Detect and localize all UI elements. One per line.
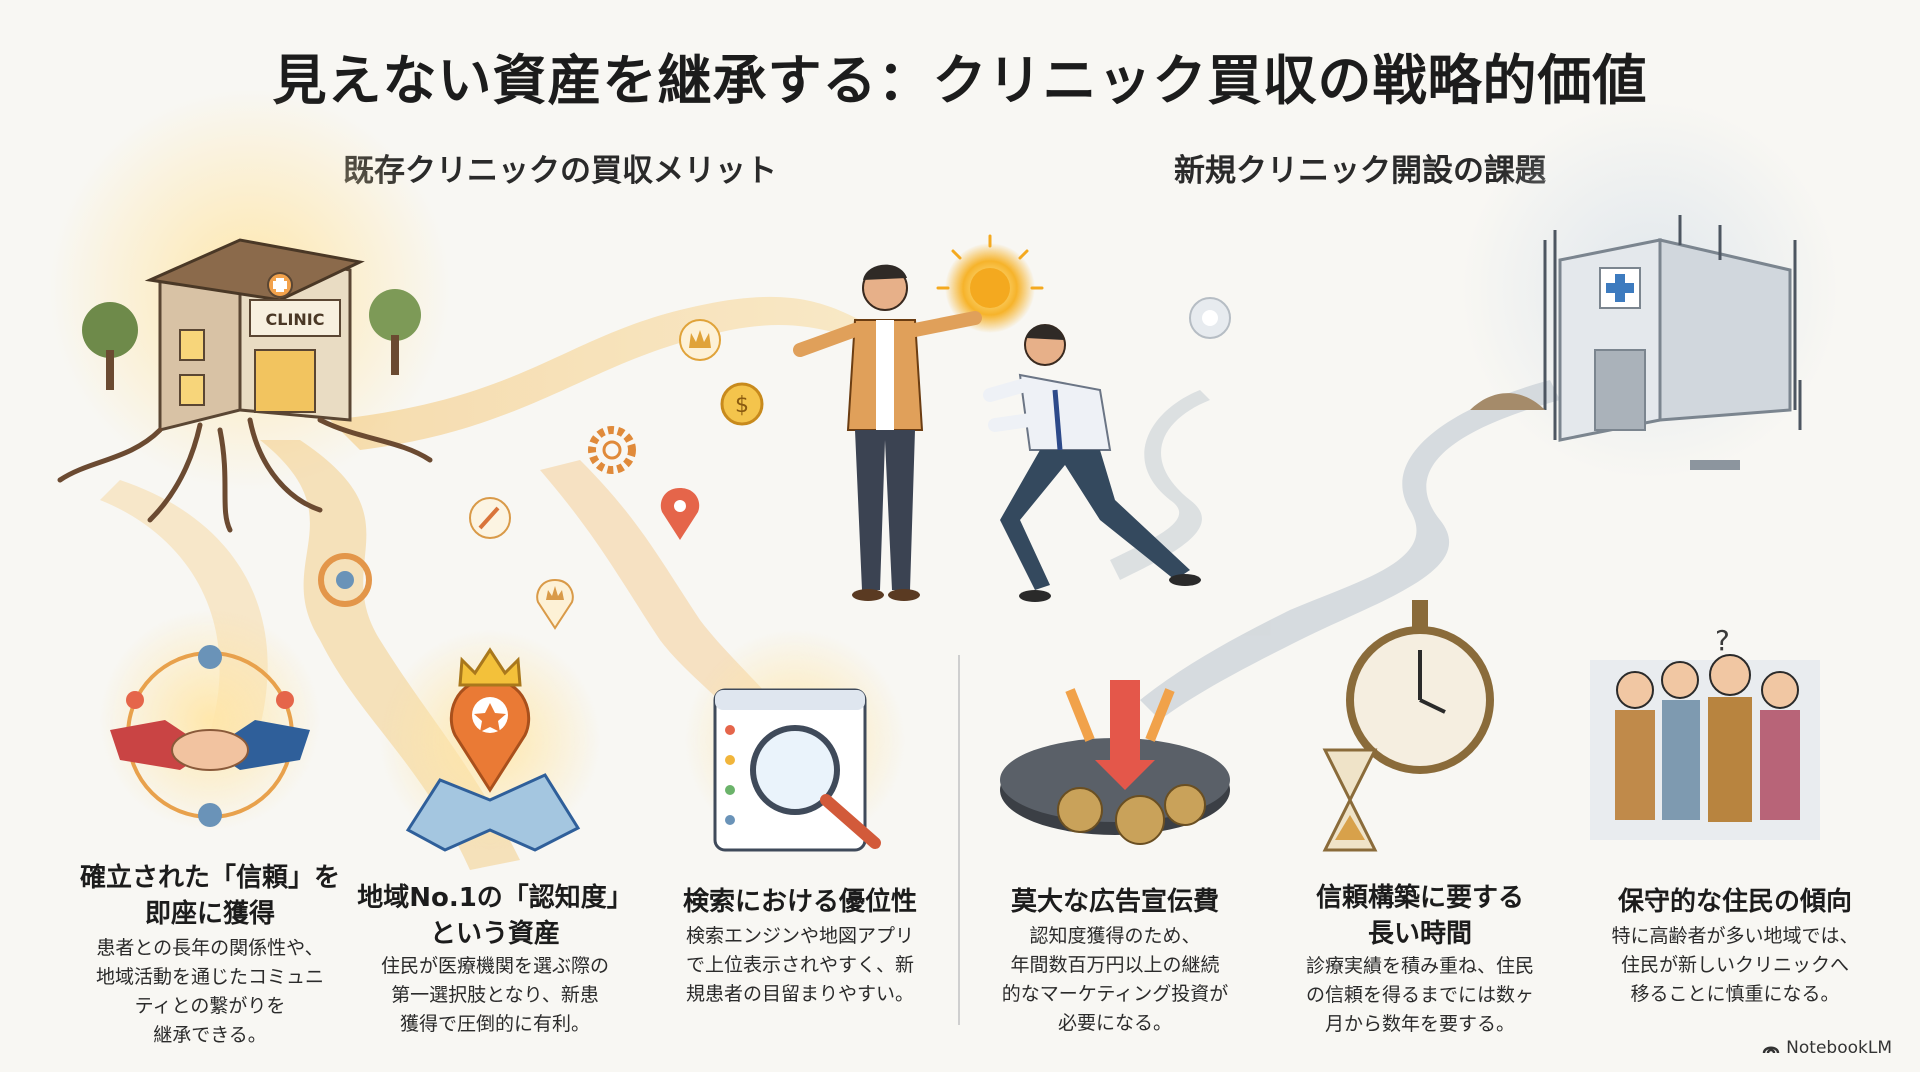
challenge-ads-title: 莫大な広告宣伝費 [1010, 887, 1219, 917]
floating-gear-icon [588, 426, 636, 474]
challenge-time-title: 信頼構築に要する 長い時間 [1315, 883, 1524, 949]
search-window-illustration [685, 630, 905, 852]
benefit-search-body: 検索エンジンや地図アプリ で上位表示されやすく、新 規患者の目留まりやすい。 [685, 925, 914, 1005]
page-title: 見えない資産を継承する：クリニック買収の戦略的価値 [272, 49, 1648, 112]
clinic-sign: CLINIC [266, 310, 325, 329]
brand-label: NotebookLM [1786, 1038, 1892, 1058]
section-divider [958, 655, 960, 1025]
money-pit-illustration [1000, 680, 1230, 845]
svg-text:$: $ [735, 393, 749, 418]
floating-crown-pin-icon [536, 578, 574, 630]
benefit-awareness-title: 地域No.1の「認知度」 という資産 [357, 883, 633, 949]
benefit-search-title: 検索における優位性 [682, 887, 917, 917]
grey-road [1110, 380, 1560, 720]
floating-people-circle-icon [318, 553, 372, 607]
floating-pen-icon [469, 497, 511, 539]
sun-icon [936, 234, 1044, 333]
unfinished-building-icon [1470, 215, 1802, 470]
floating-coin-icon: $ [720, 382, 764, 426]
challenge-residents-body: 特に高齢者が多い地域では、 住民が新しいクリニックへ 移ることに慎重になる。 [1611, 925, 1859, 1005]
handshake-illustration [100, 610, 320, 830]
elderly-residents-illustration: ? [1590, 624, 1820, 840]
right-section-heading: 新規クリニック開設の課題 [1174, 153, 1546, 189]
benefit-trust-title: 確立された「信頼」を 即座に獲得 [79, 863, 340, 929]
floating-map-pin-icon [660, 488, 700, 540]
benefit-awareness-body: 住民が医療機関を選ぶ際の 第一選択肢となり、新患 獲得で圧倒的に有利。 [380, 955, 609, 1035]
benefit-trust-body: 患者との長年の関係性や、 地域活動を通じたコミュニ ティとの繋がりを 継承できる… [95, 937, 324, 1046]
clinic-building-icon: CLINIC [57, 238, 433, 533]
stopwatch-hourglass-illustration [1322, 600, 1494, 852]
notebooklm-logo-icon [1762, 1046, 1780, 1054]
confident-man-figure [793, 264, 982, 601]
svg-text:?: ? [1715, 624, 1730, 657]
dim-light-icon [1189, 297, 1231, 339]
struggling-man-figure [983, 324, 1201, 602]
brand-badge: NotebookLM [1762, 1038, 1892, 1058]
challenge-ads-body: 認知度獲得のため、 年間数百万円以上の継続 的なマーケティング投資が 必要になる… [1001, 925, 1229, 1034]
crown-map-illustration [380, 630, 600, 852]
challenge-residents-title: 保守的な住民の傾向 [1617, 887, 1852, 917]
floating-crown-icon [679, 319, 721, 361]
challenge-time-body: 診療実績を積み重ね、住民 の信頼を得るまでには数ヶ 月から数年を要する。 [1305, 955, 1534, 1035]
